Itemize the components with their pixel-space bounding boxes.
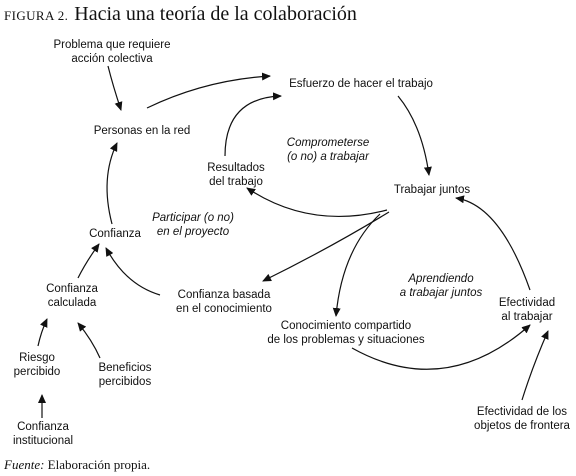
arrow-objetos-to-efectividad — [521, 330, 549, 401]
node-confianza-institucional: Confianza institucional — [12, 421, 74, 447]
node-confianza-calculada: Confianza calculada — [46, 283, 98, 309]
source-note: Fuente: Elaboración propia. — [4, 457, 150, 473]
figure-title: Hacia una teoría de la colaboración — [74, 3, 357, 25]
arrow-problema-to-personas — [107, 65, 123, 111]
node-conocimiento: Conocimiento compartido de los problemas… — [267, 320, 425, 346]
node-efectividad-objetos: Efectividad de los objetos de frontera — [474, 406, 570, 432]
arrow-trabajar-to-conocimiento — [332, 213, 381, 317]
source-text: Elaboración propia. — [47, 457, 151, 472]
node-esfuerzo: Esfuerzo de hacer el trabajo — [289, 78, 433, 90]
figure-label: FIGURA 2. — [4, 8, 69, 23]
arrow-beneficios-to-calculada — [77, 322, 101, 359]
arrow-resultados-to-esfuerzo — [224, 92, 282, 157]
arrow-riesgo-to-calculada — [37, 318, 48, 347]
arrow-personas-to-esfuerzo — [146, 72, 271, 109]
node-trabajar-juntos: Trabajar juntos — [393, 184, 471, 196]
node-riesgo: Riesgo percibido — [13, 352, 61, 378]
label-participar: Participar (o no) en el proyecto — [152, 212, 234, 238]
label-comprometerse: Comprometerse (o no) a trabajar — [286, 137, 370, 163]
node-confianza-basada: Confianza basada en el conocimiento — [176, 289, 272, 315]
arrow-conocimiento-to-efectividad — [351, 324, 531, 370]
source-label: Fuente: — [4, 457, 45, 472]
label-aprendiendo: Aprendiendo a trabajar juntos — [399, 273, 483, 299]
arrow-efectividad-to-trabajar — [455, 195, 531, 291]
arrow-trabajar-to-confianza-basada — [262, 211, 390, 282]
node-personas: Personas en la red — [93, 125, 191, 137]
node-problema: Problema que requiere acción colectiva — [53, 39, 171, 65]
arrow-calculada-to-confianza — [77, 243, 100, 279]
arrow-trabajar-to-resultados — [246, 187, 388, 218]
node-efectividad-trabajar: Efectividad al trabajar — [498, 297, 556, 323]
figure-caption: FIGURA 2. Hacia una teoría de la colabor… — [4, 3, 357, 26]
node-resultados: Resultados del trabajo — [207, 162, 265, 188]
arrow-confianza-to-personas — [106, 142, 118, 225]
node-confianza: Confianza — [89, 228, 141, 240]
arrow-esfuerzo-to-trabajar — [397, 95, 432, 176]
node-beneficios: Beneficios percibidos — [98, 362, 152, 388]
arrow-confianza-basada-to-confianza — [105, 247, 161, 296]
